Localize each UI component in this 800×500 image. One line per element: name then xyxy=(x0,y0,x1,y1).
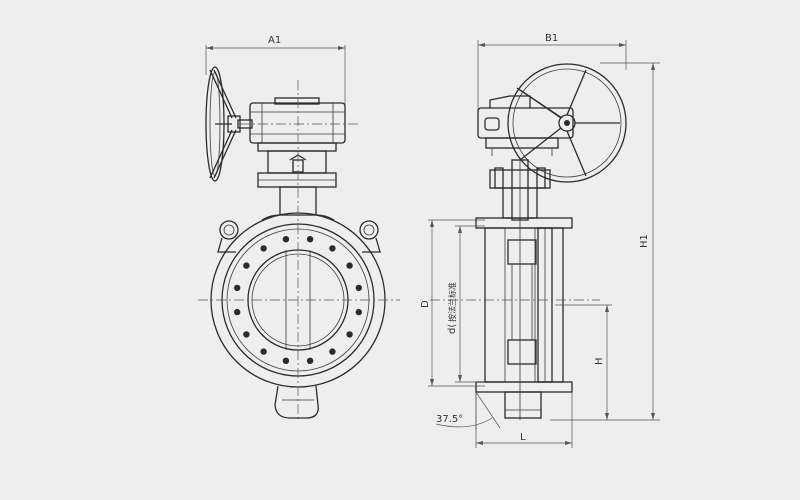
label-b1: B1 xyxy=(545,33,558,44)
front-view: A1 xyxy=(198,35,400,420)
bolt-hole xyxy=(329,348,336,355)
front-neck xyxy=(257,150,337,221)
dimension-b1: B1 xyxy=(477,33,627,110)
dimension-angle: 37.5° xyxy=(435,391,501,430)
label-angle: 37.5° xyxy=(436,414,463,425)
label-d-lower: d( xyxy=(447,324,458,334)
dimension-h: H xyxy=(555,304,612,420)
dimension-d-small: d( 按法兰标准 xyxy=(447,225,485,383)
bolt-hole xyxy=(346,262,353,269)
bolt-hole xyxy=(329,245,336,252)
lifting-lugs xyxy=(217,220,381,253)
bolt-hole xyxy=(234,308,241,316)
label-d-upper: D xyxy=(420,300,431,308)
label-l: L xyxy=(520,432,526,443)
bolt-hole xyxy=(282,236,290,243)
side-gearbox xyxy=(477,95,574,156)
bolt-hole xyxy=(306,236,314,243)
bolt-hole xyxy=(282,357,290,364)
side-handwheel xyxy=(507,63,627,183)
bolt-hole xyxy=(243,331,250,338)
dimension-a1: A1 xyxy=(205,35,346,105)
bolt-hole xyxy=(355,308,362,316)
label-h1: H1 xyxy=(639,234,650,248)
dimension-d: D xyxy=(420,219,485,387)
front-gearbox xyxy=(240,97,360,152)
bolt-hole xyxy=(306,357,314,364)
bolt-hole xyxy=(355,284,362,292)
flange-bolt-holes xyxy=(234,236,362,364)
bolt-hole xyxy=(234,284,241,292)
dimension-h1: H1 xyxy=(550,62,660,421)
label-h: H xyxy=(594,357,605,365)
side-body xyxy=(430,217,600,419)
bottom-boss xyxy=(274,385,319,419)
bolt-hole xyxy=(346,331,353,338)
label-d-note: 按法兰标准 xyxy=(447,282,457,322)
bolt-hole xyxy=(260,348,267,355)
label-a1: A1 xyxy=(268,35,281,46)
side-view: B1 H1 xyxy=(420,33,660,448)
bolt-hole xyxy=(260,245,267,252)
valve-body-front xyxy=(198,80,400,420)
side-neck xyxy=(489,159,551,420)
bolt-hole xyxy=(243,262,250,269)
